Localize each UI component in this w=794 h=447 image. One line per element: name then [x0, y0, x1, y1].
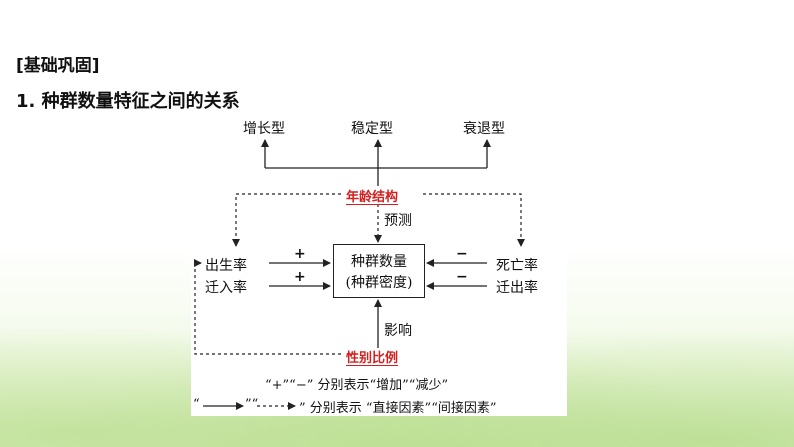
dashed-age-to-death — [423, 193, 525, 247]
diagram-lines — [194, 139, 525, 410]
sign-plus-birth: + — [294, 246, 306, 262]
label-predict: 预测 — [384, 213, 412, 229]
label-birth-rate: 出生率 — [205, 258, 247, 274]
center-line-1: 种群数量 — [351, 254, 407, 270]
section-title: 1. 种群数量特征之间的关系 — [16, 91, 240, 112]
legend-mid-quote: ”“ — [245, 397, 259, 412]
label-death-rate: 死亡率 — [496, 258, 538, 274]
label-decline-type: 衰退型 — [463, 121, 505, 137]
sign-minus-emigration: − — [456, 269, 468, 285]
legend-line-1: “+”“−” 分别表示“增加”“减少” — [265, 378, 449, 393]
relationship-diagram: 增长型 稳定型 衰退型 年龄结构 预测 出生率 迁入率 死亡率 迁出率 + + … — [191, 116, 567, 416]
legend-line-2: ” 分别表示 “直接因素”“间接因素” — [299, 401, 497, 416]
label-influence: 影响 — [384, 323, 412, 339]
label-stable-type: 稳定型 — [351, 121, 393, 137]
sign-minus-death: − — [456, 246, 468, 262]
dashed-age-to-birth — [232, 193, 341, 247]
label-immigration-rate: 迁入率 — [205, 280, 247, 296]
sign-plus-immigration: + — [294, 269, 306, 285]
dashed-sex-to-birth — [194, 259, 341, 355]
center-line-2: (种群密度) — [345, 275, 413, 291]
label-sex-ratio: 性别比例 — [346, 351, 399, 366]
center-box-population: 种群数量 (种群密度) — [333, 244, 425, 298]
label-growth-type: 增长型 — [243, 121, 285, 137]
label-age-structure: 年龄结构 — [346, 190, 399, 205]
section-tag: [基础巩固] — [16, 56, 100, 76]
label-emigration-rate: 迁出率 — [496, 280, 538, 296]
legend-open-quote: “ — [193, 397, 200, 412]
